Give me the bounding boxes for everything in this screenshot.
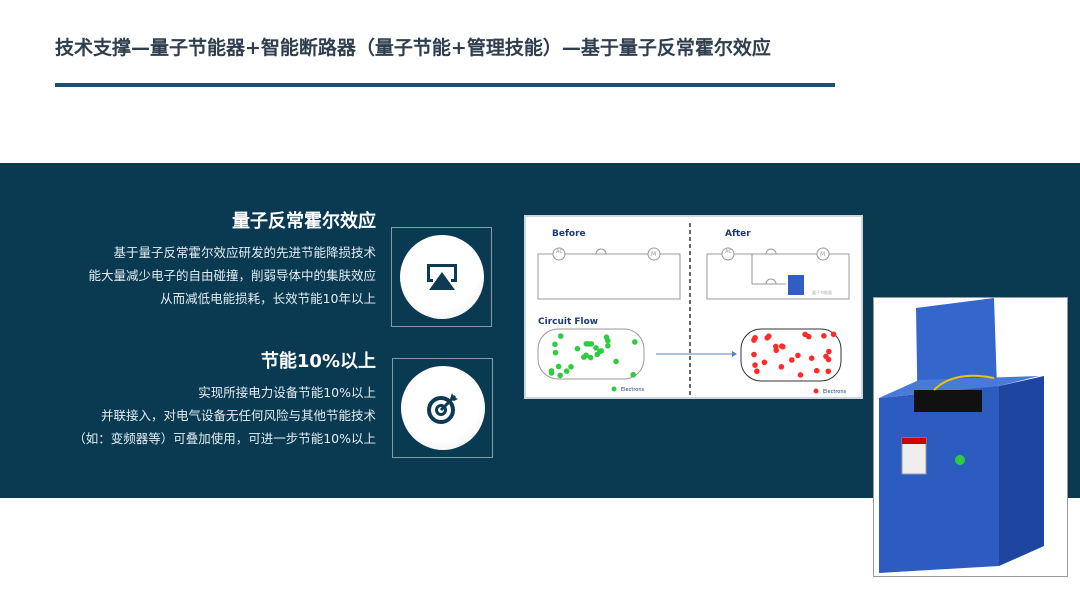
quantum-energy-saver-photo — [873, 297, 1068, 577]
electron-dot — [802, 331, 808, 338]
electron-dot — [821, 333, 827, 339]
motor-label: M — [820, 251, 825, 258]
icon-box — [392, 358, 493, 458]
electron-dot — [788, 357, 795, 363]
electron-dot — [587, 354, 594, 361]
electron-dot — [594, 351, 601, 358]
electron-dot — [761, 359, 768, 366]
electron-dot — [563, 368, 570, 374]
electron-dot — [808, 355, 815, 362]
electron-dot — [778, 364, 785, 370]
device-label: 量子节能器 — [812, 289, 832, 295]
title-underline — [55, 83, 835, 87]
feature-line: 基于量子反常霍尔效应研发的先进节能降损技术 — [113, 245, 376, 260]
circuit-flow-label: Circuit Flow — [538, 317, 598, 327]
electron-dot — [797, 372, 804, 378]
feature-line: （如：变频器等）可叠加使用，可进一步节能10%以上 — [73, 431, 376, 446]
circuit-diagram: Before After AC M AC M 量子节能器 Circuit Flo… — [524, 215, 863, 399]
electron-dot — [813, 367, 820, 374]
electron-dot — [752, 334, 758, 341]
electron-dot — [754, 368, 760, 375]
electron-dot — [613, 358, 619, 365]
electron-dot — [552, 349, 559, 356]
ac-label: AC — [725, 249, 732, 255]
after-label: After — [725, 229, 751, 239]
electrons-legend: Electrons — [823, 389, 847, 395]
presentation-screen-icon — [400, 235, 484, 319]
electron-dot — [605, 337, 611, 344]
motor-label: M — [651, 251, 656, 258]
electron-dot — [548, 370, 555, 376]
electron-dot — [795, 352, 801, 359]
icon-box — [391, 227, 492, 327]
electron-dot — [630, 371, 637, 378]
electron-dot — [778, 343, 785, 349]
electrons-legend: Electrons — [621, 387, 645, 393]
feature-line: 并联接入，对电气设备无任何风险与其他节能技术 — [100, 408, 376, 423]
feature-line: 实现所接电力设备节能10%以上 — [198, 385, 376, 400]
electron-dot — [557, 372, 563, 379]
electron-dot — [826, 348, 832, 355]
before-label: Before — [552, 229, 586, 239]
electron-dot — [581, 354, 587, 360]
feature-title: 量子反常霍尔效应 — [232, 211, 376, 232]
electron-dot — [585, 341, 592, 347]
electron-dot — [593, 345, 599, 351]
electron-dot — [764, 335, 771, 341]
feature-energy-saving: 节能10%以上 实现所接电力设备节能10%以上 并联接入，对电气设备无任何风险与… — [73, 347, 376, 450]
electron-dot — [825, 356, 832, 363]
ac-label: AC — [556, 249, 563, 255]
electron-dot — [555, 363, 562, 370]
device-thumbnail — [788, 275, 804, 295]
electron-dot — [557, 333, 564, 339]
page-title: 技术支撑—量子节能器+智能断路器（量子节能+管理技能）—基于量子反常霍尔效应 — [55, 37, 771, 59]
electron-dot — [631, 339, 638, 345]
electron-dot — [568, 364, 574, 370]
target-arrow-icon — [401, 366, 485, 450]
electron-dot — [825, 368, 832, 375]
electron-dot — [830, 331, 837, 338]
electron-dot — [574, 345, 581, 352]
feature-line: 从而减低电能损耗，长效节能10年以上 — [160, 291, 376, 306]
electron-dot — [752, 362, 758, 368]
feature-title: 节能10%以上 — [260, 351, 376, 372]
electron-dot — [598, 348, 605, 354]
electron-dot — [605, 342, 611, 349]
feature-quantum-hall: 量子反常霍尔效应 基于量子反常霍尔效应研发的先进节能降损技术 能大量减少电子的自… — [88, 207, 376, 310]
feature-line: 能大量减少电子的自由碰撞，削弱导体中的集肤效应 — [88, 268, 376, 283]
electron-dot — [552, 341, 558, 348]
electron-dot — [751, 351, 757, 358]
electron-dot — [773, 347, 780, 354]
